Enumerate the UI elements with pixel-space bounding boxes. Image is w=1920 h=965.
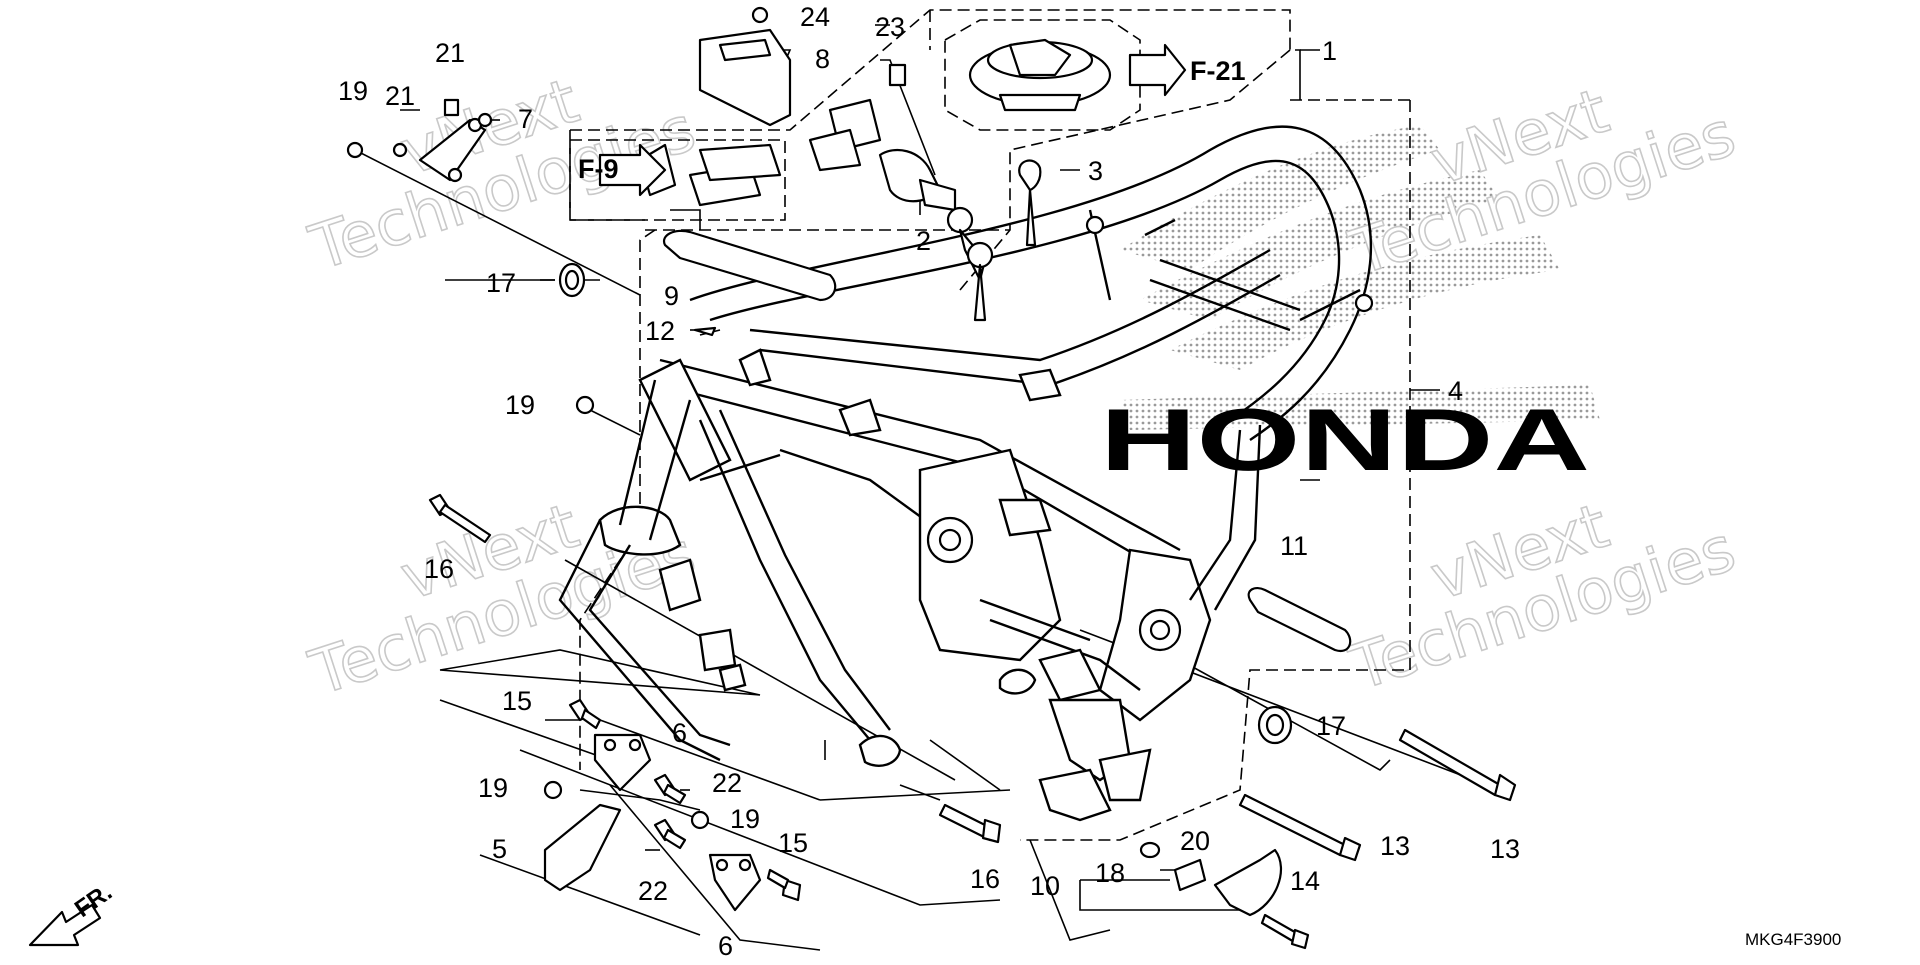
- callout-17-b: 17: [1316, 711, 1346, 741]
- callout-18: 18: [1095, 858, 1125, 888]
- callout-3: 3: [1088, 156, 1103, 186]
- callout-13-a: 13: [1380, 831, 1410, 861]
- callout-15-a: 15: [502, 686, 532, 716]
- callout-21-a: 21: [435, 38, 465, 68]
- leader-lines: [354, 24, 1501, 951]
- callout-labels: 1 2 3 4 5 6 6 7 8 9 10 11 12 13 13 14 15…: [338, 2, 1520, 961]
- callout-9: 9: [664, 281, 679, 311]
- callout-14: 14: [1290, 866, 1320, 896]
- callout-12: 12: [645, 316, 675, 346]
- part-nut-19-b: [543, 780, 710, 830]
- part-bracket-8: [698, 6, 792, 127]
- front-direction-indicator: FR.: [28, 879, 117, 947]
- ref-f21: F-21: [1190, 56, 1246, 86]
- callout-22-a: 22: [712, 768, 742, 798]
- ref-f9: F-9: [578, 154, 619, 184]
- callout-19-b: 19: [505, 390, 535, 420]
- callout-21-b: 21: [385, 81, 415, 111]
- callout-2: 2: [916, 226, 931, 256]
- callout-6-a: 6: [672, 718, 687, 748]
- callout-19-a: 19: [338, 76, 368, 106]
- arrow-to-f21: F-21: [1128, 43, 1246, 97]
- part-clip-12: [693, 326, 717, 337]
- part-washer-20: [1139, 841, 1161, 859]
- part-hook-assembly-10: [1173, 848, 1283, 917]
- callout-10: 10: [1030, 871, 1060, 901]
- callout-11: 11: [1280, 531, 1308, 561]
- callout-17-a: 17: [486, 268, 516, 298]
- front-arrow-icon: [28, 903, 102, 947]
- callout-1: 1: [1322, 36, 1337, 66]
- callout-19-c: 19: [478, 773, 508, 803]
- callout-23: 23: [875, 12, 905, 42]
- callout-16-b: 16: [970, 864, 1000, 894]
- callout-7: 7: [518, 104, 533, 134]
- callout-13-b: 13: [1490, 834, 1520, 864]
- part-bolt-14: [1260, 913, 1310, 950]
- diagram-code: MKG4F3900: [1745, 930, 1841, 949]
- callout-8: 8: [815, 44, 830, 74]
- part-ignition-switch: [808, 98, 994, 322]
- part-bolt-22: [653, 773, 687, 850]
- part-grommet-17: [558, 262, 1293, 745]
- part-fuel-cap: [944, 19, 1141, 131]
- callout-19-d: 19: [730, 804, 760, 834]
- part-plate-6: [593, 733, 762, 912]
- main-frame: [558, 125, 1374, 822]
- part-seat-lock: F-9: [569, 139, 786, 221]
- part-bolt-16-b: [938, 803, 1002, 844]
- callout-22-b: 22: [638, 876, 668, 906]
- honda-wordmark: HONDA: [1100, 390, 1590, 489]
- watermark-bottom-right: vNext Technologies: [1340, 488, 1744, 705]
- part-protector-11: [1247, 586, 1352, 653]
- part-bolt-23: [888, 63, 907, 87]
- part-bolt-16-a: [428, 493, 492, 544]
- part-bolt-13: [1238, 728, 1517, 862]
- callout-5: 5: [492, 834, 507, 864]
- part-key: [1018, 159, 1042, 247]
- callout-4: 4: [1448, 376, 1463, 406]
- callout-20: 20: [1180, 826, 1210, 856]
- part-stay-7: [346, 98, 493, 183]
- part-bolt-15: [568, 698, 802, 902]
- callout-24: 24: [800, 2, 830, 32]
- callout-6-b: 6: [718, 931, 733, 960]
- callout-16-a: 16: [424, 554, 454, 584]
- part-guard-5: [543, 803, 622, 892]
- callout-15-b: 15: [778, 828, 808, 858]
- part-nut-19-a: [575, 395, 595, 415]
- part-cover-9: [662, 229, 837, 302]
